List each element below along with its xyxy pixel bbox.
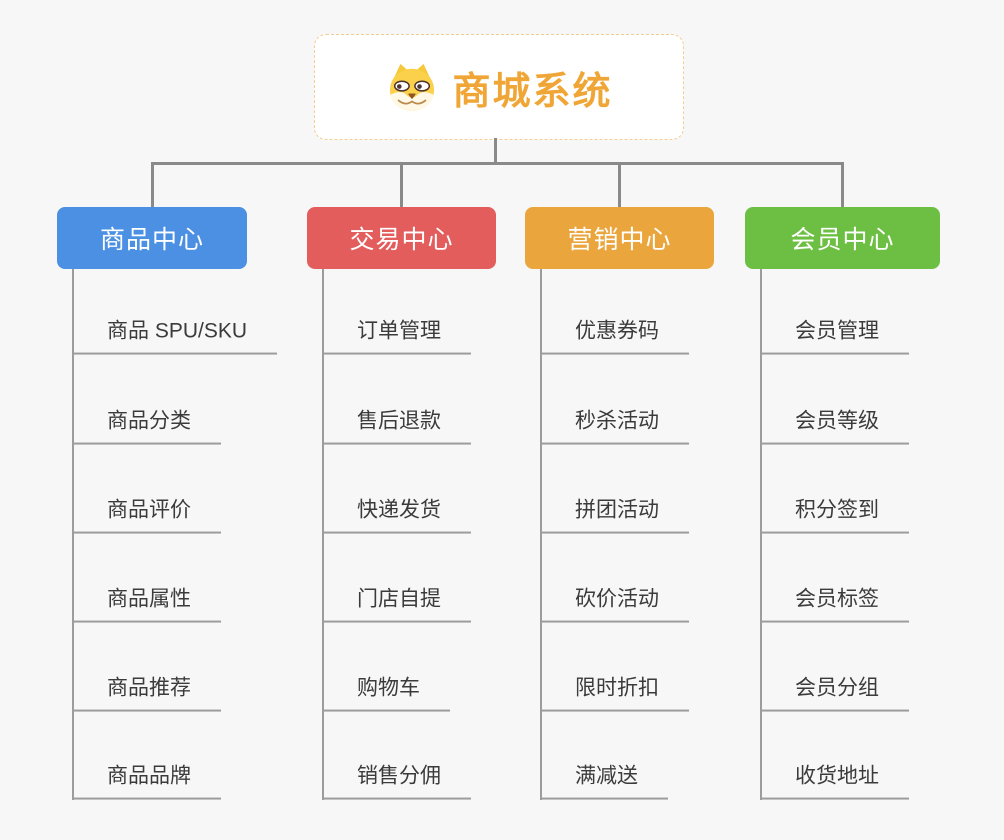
leaf-node[interactable]: 秒杀活动 (540, 407, 689, 445)
leaf-node[interactable]: 会员管理 (760, 317, 909, 355)
connector-branch-drop (150, 162, 154, 208)
leaf-node[interactable]: 商品推荐 (72, 674, 221, 712)
connector-root-stem (494, 138, 497, 164)
leaf-node[interactable]: 会员等级 (760, 407, 909, 445)
leaf-node[interactable]: 商品属性 (72, 585, 221, 623)
leaf-node[interactable]: 会员分组 (760, 674, 909, 712)
connector-branch-drop (400, 162, 403, 208)
leaf-node[interactable]: 积分签到 (760, 496, 909, 534)
leaf-node[interactable]: 优惠券码 (540, 317, 689, 355)
branch-stem-line (322, 269, 324, 800)
connector-top-bar (151, 162, 842, 165)
branch-node[interactable]: 商品中心 (57, 207, 247, 269)
leaf-node[interactable]: 销售分佣 (322, 762, 471, 800)
leaf-node[interactable]: 满减送 (540, 762, 668, 800)
leaf-node[interactable]: 会员标签 (760, 585, 909, 623)
branch-stem-line (760, 269, 762, 800)
leaf-node[interactable]: 商品品牌 (72, 762, 221, 800)
branch-node[interactable]: 会员中心 (745, 207, 940, 269)
leaf-node[interactable]: 限时折扣 (540, 674, 689, 712)
dog-face-icon (385, 62, 439, 112)
branch-node[interactable]: 营销中心 (525, 207, 714, 269)
leaf-node[interactable]: 收货地址 (760, 762, 909, 800)
leaf-node[interactable]: 商品评价 (72, 496, 221, 534)
leaf-node[interactable]: 商品 SPU/SKU (72, 317, 278, 355)
leaf-node[interactable]: 售后退款 (322, 407, 471, 445)
leaf-node[interactable]: 拼团活动 (540, 496, 689, 534)
connector-branch-drop (618, 162, 621, 208)
leaf-node[interactable]: 快递发货 (322, 496, 471, 534)
connector-branch-drop (841, 162, 844, 208)
leaf-node[interactable]: 门店自提 (322, 585, 471, 623)
root-label: 商城系统 (452, 70, 613, 113)
leaf-node[interactable]: 商品分类 (72, 407, 221, 445)
leaf-node[interactable]: 砍价活动 (540, 585, 689, 623)
root-node[interactable]: 商城系统 (314, 34, 684, 140)
leaf-node[interactable]: 购物车 (322, 674, 450, 712)
branch-stem-line (540, 269, 542, 800)
leaf-node[interactable]: 订单管理 (322, 317, 471, 355)
branch-node[interactable]: 交易中心 (307, 207, 496, 269)
branch-stem-line (72, 269, 74, 800)
